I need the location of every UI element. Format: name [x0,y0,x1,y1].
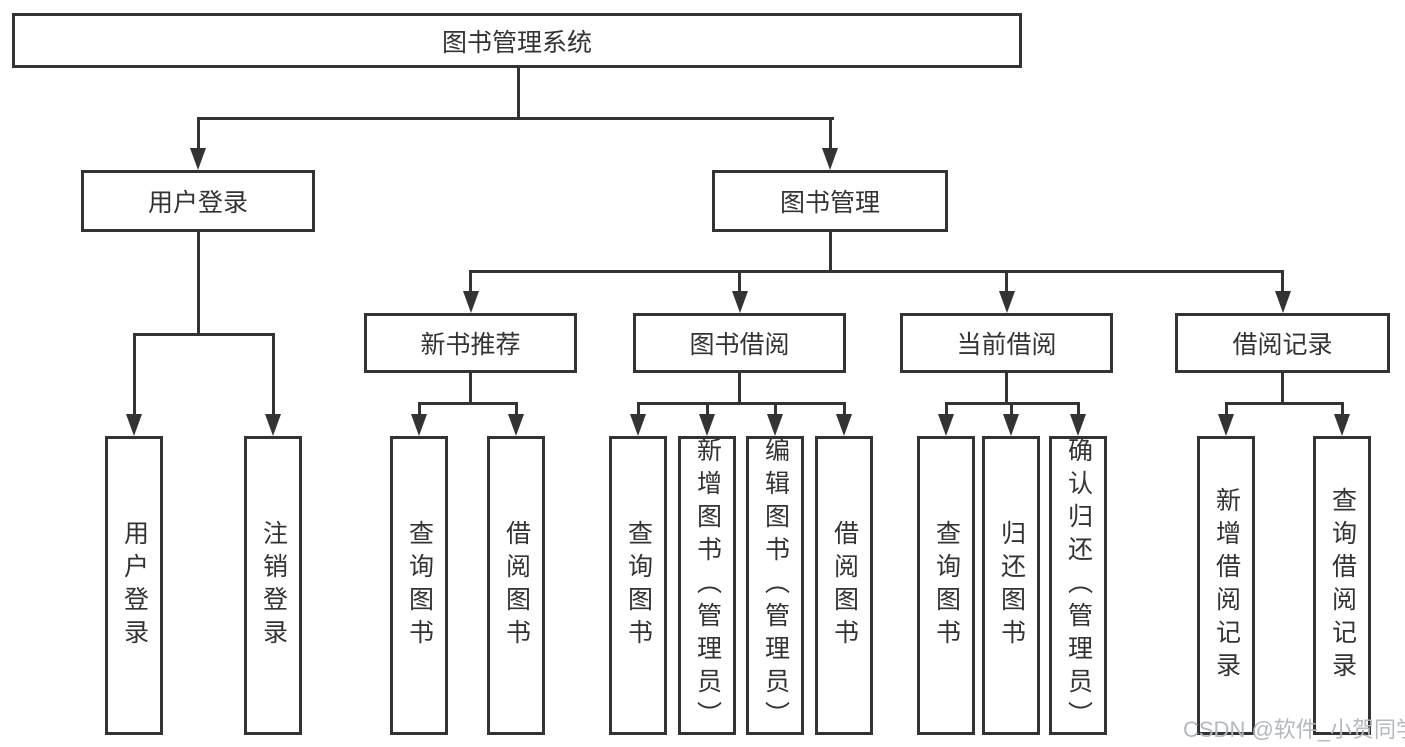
leaf-query-borrow-record: 查询借阅记录 [1313,436,1371,735]
connector-line [773,402,777,416]
leaf-query-books-recommend: 查询图书 [390,436,448,735]
connector-line [828,117,832,150]
arrow-down-icon [998,291,1015,313]
leaf-edit-books-admin-label: 编辑图书（管理员） [761,437,790,734]
leaf-return-books: 归还图书 [982,436,1040,735]
leaf-logout: 注销登录 [244,436,302,735]
node-user-login: 用户登录 [81,170,315,232]
node-library-system-label: 图书管理系统 [441,28,592,57]
arrow-down-icon [1218,414,1234,436]
arrow-down-icon [731,291,748,313]
leaf-borrow-books-label: 借阅图书 [830,519,859,652]
arrow-down-icon [1274,291,1291,313]
node-borrow-records-label: 借阅记录 [1232,331,1333,359]
connector-line [516,66,520,120]
connector-line [944,402,948,416]
leaf-logout-label: 注销登录 [259,519,288,652]
arrow-down-icon [822,148,838,170]
node-current-borrowing: 当前借阅 [900,313,1113,373]
connector-line [196,230,200,336]
node-book-management: 图书管理 [712,170,948,232]
arrow-down-icon [1334,414,1350,436]
connector-line [196,117,834,120]
leaf-return-books-label: 归还图书 [997,519,1026,652]
connector-line [1005,270,1008,294]
leaf-query-books-borrowing: 查询图书 [609,436,667,735]
connector-line [196,117,200,150]
connector-line [842,402,846,416]
node-new-book-recommend: 新书推荐 [364,313,577,373]
arrow-down-icon [767,414,783,436]
arrow-down-icon [126,414,142,436]
connector-line [469,270,472,294]
arrow-down-icon [699,414,715,436]
leaf-query-books-current: 查询图书 [917,436,975,735]
arrow-down-icon [462,291,479,313]
node-library-system: 图书管理系统 [12,13,1022,68]
connector-line [1281,270,1284,294]
leaf-borrow-books-recommend-label: 借阅图书 [502,519,531,652]
leaf-confirm-return-admin: 确认归还（管理员） [1049,436,1107,735]
arrow-down-icon [265,414,281,436]
node-book-management-label: 图书管理 [779,189,880,217]
arrow-down-icon [1003,414,1019,436]
connector-line [828,230,832,273]
leaf-add-books-admin: 新增图书（管理员） [678,436,736,735]
connector-line [738,270,741,294]
node-borrow-records: 借阅记录 [1175,313,1390,373]
leaf-confirm-return-admin-label: 确认归还（管理员） [1064,437,1093,734]
csdn-watermark: CSDN @软件_小贺同学 [1183,717,1405,742]
connector-line [1009,402,1013,416]
connector-line [1281,371,1284,405]
leaf-add-books-admin-label: 新增图书（管理员） [693,437,722,734]
node-book-borrowing: 图书借阅 [633,313,846,373]
connector-line [1076,402,1080,416]
connector-line [417,402,518,405]
connector-line [705,402,709,416]
leaf-user-login-label: 用户登录 [120,519,149,652]
leaf-query-books-recommend-label: 查询图书 [405,519,434,652]
arrow-down-icon [630,414,646,436]
arrow-down-icon [836,414,852,436]
connector-line [1005,371,1008,405]
connector-line [271,333,275,417]
node-user-login-label: 用户登录 [147,189,248,217]
connector-line [636,402,640,416]
leaf-add-borrow-record-label: 新增借阅记录 [1212,486,1241,685]
arrow-down-icon [508,414,524,436]
arrow-down-icon [411,414,427,436]
leaf-query-books-borrowing-label: 查询图书 [624,519,653,652]
leaf-edit-books-admin: 编辑图书（管理员） [746,436,804,735]
node-new-book-recommend-label: 新书推荐 [420,331,521,359]
connector-line [417,402,421,416]
connector-line [1224,402,1228,416]
connector-line [469,371,472,405]
connector-line [1340,402,1344,416]
leaf-add-borrow-record: 新增借阅记录 [1197,436,1255,735]
connector-line [636,402,846,405]
arrow-down-icon [938,414,954,436]
leaf-query-borrow-record-label: 查询借阅记录 [1328,486,1357,685]
arrow-down-icon [190,148,206,170]
connector-line [132,333,275,336]
arrow-down-icon [1070,414,1086,436]
connector-line [132,333,136,417]
leaf-borrow-books-recommend: 借阅图书 [487,436,545,735]
connector-line [514,402,518,416]
connector-line [1224,402,1344,405]
node-current-borrowing-label: 当前借阅 [956,331,1057,359]
leaf-user-login: 用户登录 [105,436,163,735]
leaf-query-books-current-label: 查询图书 [932,519,961,652]
connector-line [738,371,741,405]
node-book-borrowing-label: 图书借阅 [689,331,790,359]
connector-line [469,270,1283,273]
leaf-borrow-books: 借阅图书 [815,436,873,735]
